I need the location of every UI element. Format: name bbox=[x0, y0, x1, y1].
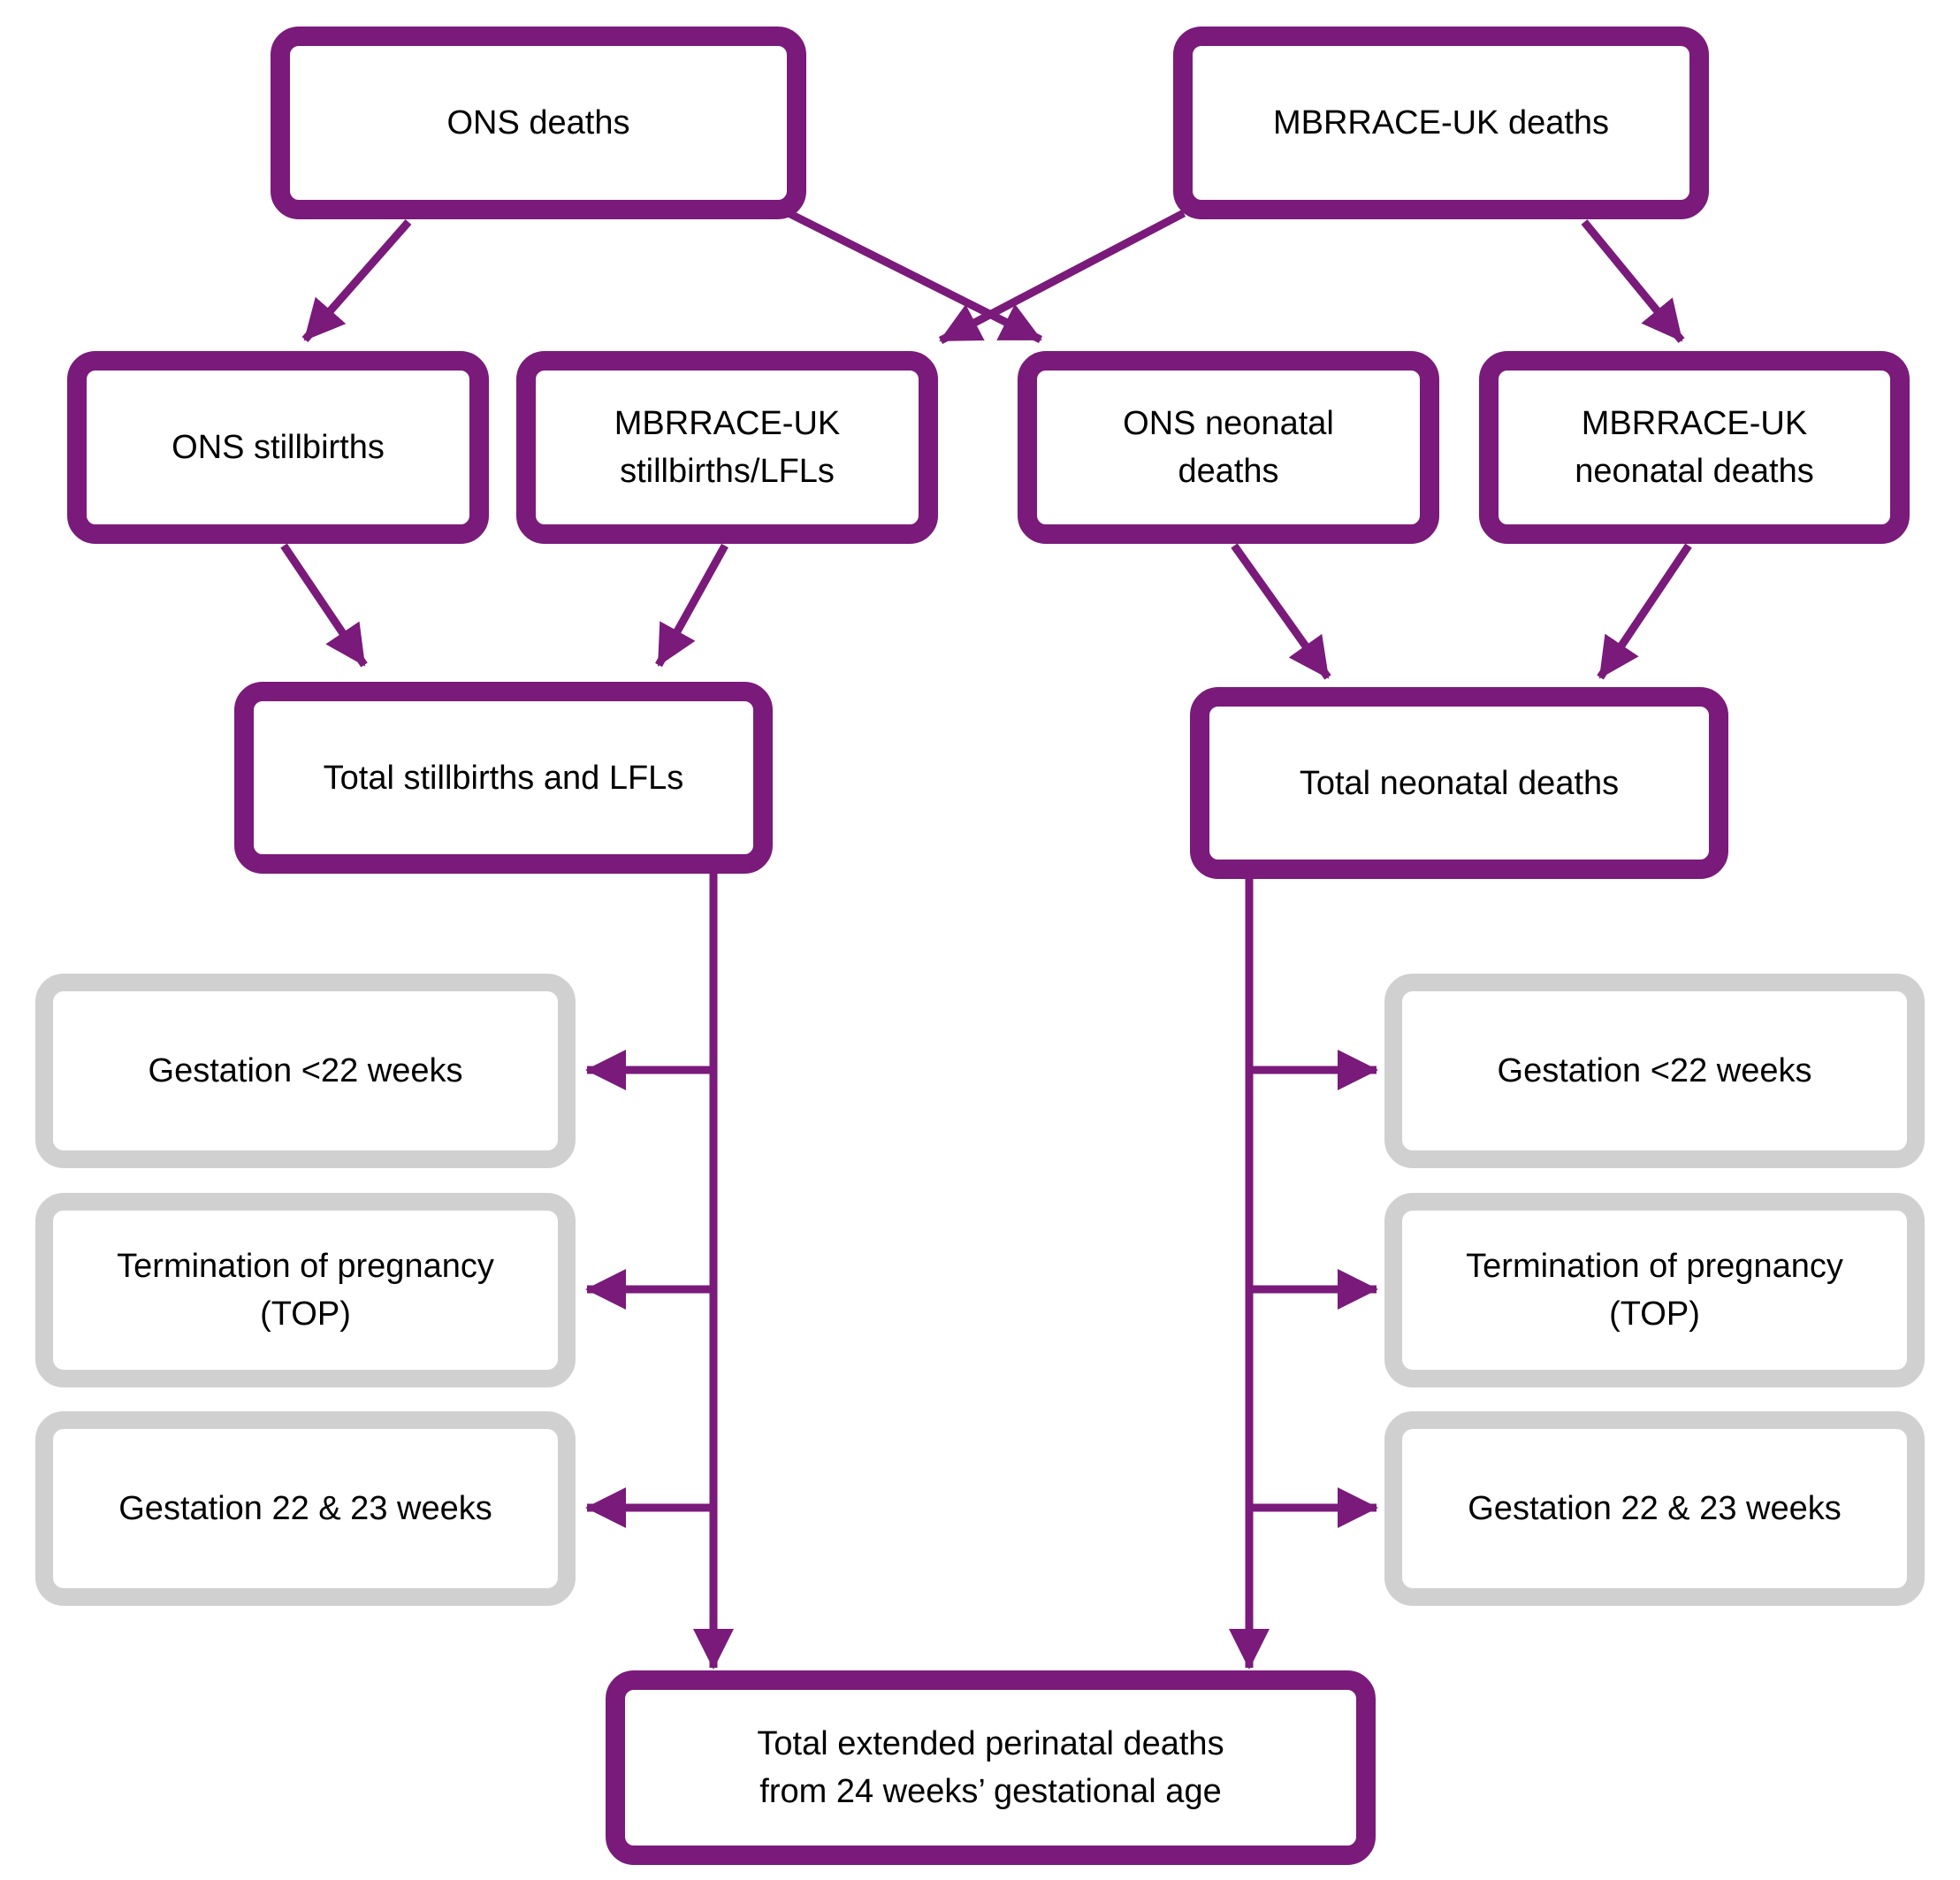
total-stillbirths-label: Total stillbirths and LFLs bbox=[323, 759, 684, 797]
ons-deaths-box: ONS deaths bbox=[271, 27, 806, 219]
arrow-ons-neonatal-to-total-neonatal bbox=[1231, 543, 1331, 680]
arrow-ons-deaths-to-ons-neonatal bbox=[786, 209, 1043, 344]
left-top-box: Termination of pregnancy (TOP) bbox=[35, 1193, 576, 1387]
right-gestation-lt22-box: Gestation <22 weeks bbox=[1384, 974, 1925, 1168]
left-gestation-22-23-box: Gestation 22 & 23 weeks bbox=[35, 1411, 576, 1606]
total-perinatal-box: Total extended perinatal deaths from 24 … bbox=[606, 1670, 1376, 1865]
ons-deaths-label: ONS deaths bbox=[446, 104, 630, 141]
mbrrace-stillbirths-label: MBRRACE-UK stillbirths/LFLs bbox=[614, 405, 841, 490]
arrow-ons-stillbirths-to-total-stillbirths bbox=[280, 543, 368, 668]
right-gestation-22-23-label: Gestation 22 & 23 weeks bbox=[1468, 1490, 1842, 1527]
total-perinatal-label: Total extended perinatal deaths from 24 … bbox=[757, 1725, 1224, 1810]
mbrrace-deaths-box: MBRRACE-UK deaths bbox=[1173, 27, 1709, 219]
arrow-mbrrace-neonatal-to-total-neonatal bbox=[1597, 543, 1692, 680]
arrow-mbrrace-deaths-to-mbrrace-neonatal bbox=[1581, 219, 1685, 343]
total-neonatal-label: Total neonatal deaths bbox=[1299, 764, 1620, 802]
arrow-ons-deaths-to-ons-stillbirths bbox=[301, 219, 412, 342]
total-stillbirths-box: Total stillbirths and LFLs bbox=[234, 682, 773, 874]
left-gestation-22-23-label: Gestation 22 & 23 weeks bbox=[118, 1490, 492, 1527]
ons-neonatal-label: ONS neonatal deaths bbox=[1123, 405, 1334, 490]
mbrrace-deaths-label: MBRRACE-UK deaths bbox=[1272, 104, 1610, 141]
mbrrace-stillbirths-box: MBRRACE-UK stillbirths/LFLs bbox=[516, 351, 938, 544]
arrow-mbrrace-stillbirths-to-total-stillbirths bbox=[655, 543, 728, 668]
arrow-mbrrace-deaths-to-mbrrace-stillbirths bbox=[938, 210, 1186, 344]
left-gestation-lt22-box: Gestation <22 weeks bbox=[35, 974, 576, 1168]
ons-neonatal-box: ONS neonatal deaths bbox=[1018, 351, 1439, 544]
right-gestation-lt22-label: Gestation <22 weeks bbox=[1497, 1052, 1812, 1089]
mbrrace-neonatal-label: MBRRACE-UK neonatal deaths bbox=[1575, 405, 1814, 490]
right-top-label: Termination of pregnancy (TOP) bbox=[1466, 1248, 1843, 1333]
left-gestation-lt22-label: Gestation <22 weeks bbox=[148, 1052, 463, 1089]
left-top-label: Termination of pregnancy (TOP) bbox=[117, 1248, 494, 1333]
ons-stillbirths-label: ONS stillbirths bbox=[172, 429, 385, 466]
total-neonatal-box: Total neonatal deaths bbox=[1190, 687, 1728, 879]
right-top-box: Termination of pregnancy (TOP) bbox=[1384, 1193, 1925, 1387]
mbrrace-neonatal-box: MBRRACE-UK neonatal deaths bbox=[1479, 351, 1910, 544]
ons-stillbirths-box: ONS stillbirths bbox=[67, 351, 489, 544]
right-gestation-22-23-box: Gestation 22 & 23 weeks bbox=[1384, 1411, 1925, 1606]
